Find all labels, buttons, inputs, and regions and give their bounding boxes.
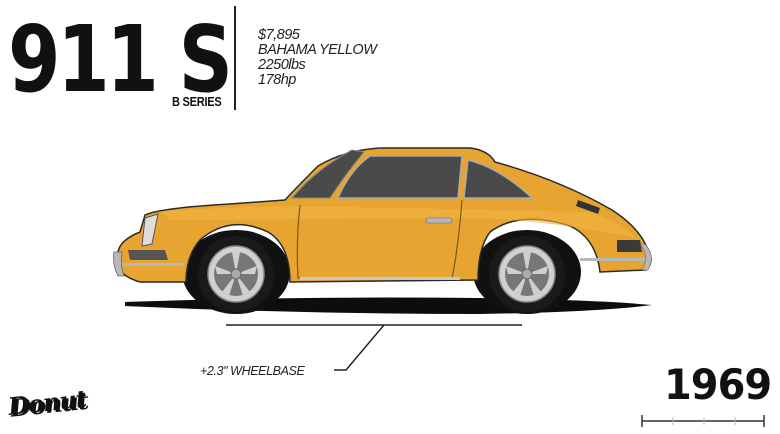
timeline-scale: [641, 415, 765, 427]
spec-list: $7,895 BAHAMA YELLOW 2250lbs 178hp: [258, 27, 377, 88]
header-divider: [234, 6, 236, 110]
spec-color: BAHAMA YELLOW: [258, 42, 377, 58]
series-label: B SERIES: [172, 94, 222, 109]
door-handle: [425, 217, 453, 224]
model-title: 911 S: [8, 6, 233, 113]
front-wheel: [198, 236, 274, 312]
side-window: [336, 155, 463, 199]
spec-price: $7,895: [258, 27, 300, 43]
rear-wheel: [489, 236, 565, 312]
windshield: [290, 149, 365, 199]
wheelbase-label: +2.3" WHEELBASE: [200, 364, 305, 378]
wheelbase-leader: [334, 324, 385, 371]
spec-power: 178hp: [258, 72, 296, 88]
front-bumper: [113, 251, 125, 277]
spec-weight: 2250lbs: [258, 57, 306, 73]
rear-window: [463, 159, 534, 199]
tail-light: [617, 240, 642, 252]
headlight: [141, 213, 159, 247]
year-label: 1969: [664, 360, 772, 409]
